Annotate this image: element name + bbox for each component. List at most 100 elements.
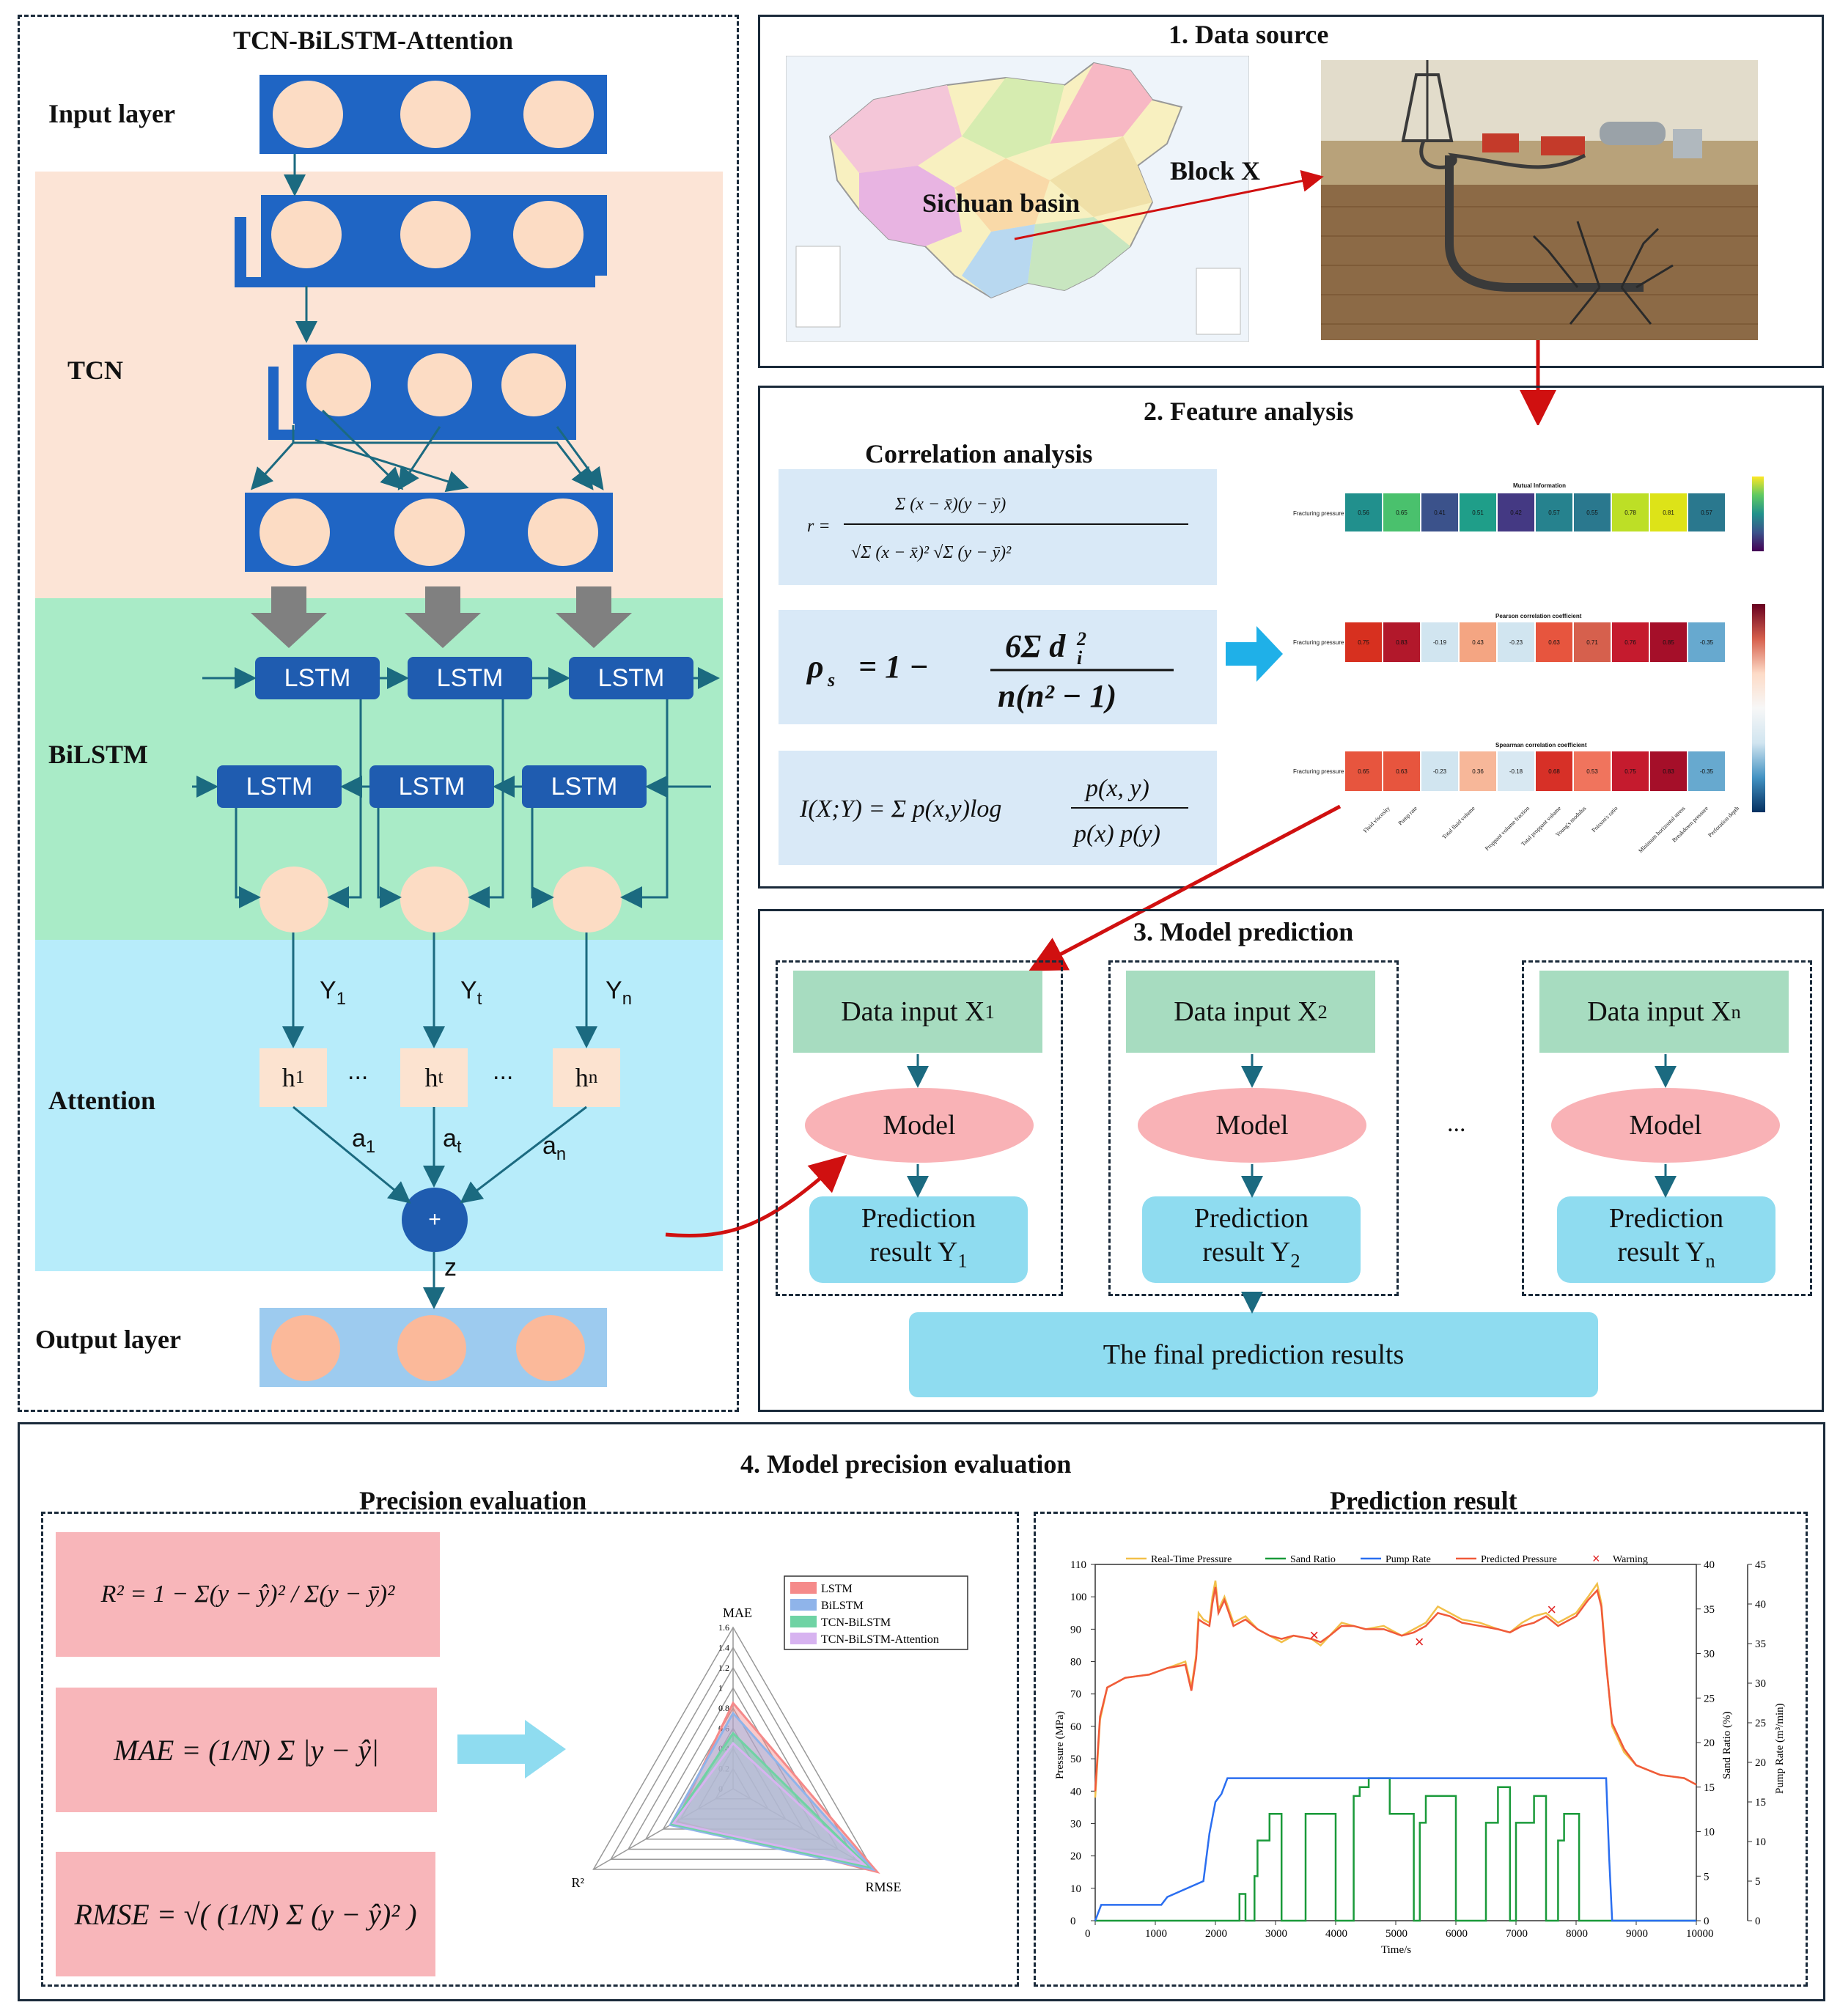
legend-label: Predicted Pressure xyxy=(1481,1554,1557,1565)
lstm-forward-cell: LSTM xyxy=(408,657,532,699)
heatmap-cell: 0.75 xyxy=(1611,751,1649,792)
left-panel-title: TCN-BiLSTM-Attention xyxy=(233,26,514,55)
radar-legend-swatch xyxy=(790,1582,817,1594)
left-panel-connectors xyxy=(192,154,720,1309)
model-node: Model xyxy=(1138,1088,1366,1163)
heatmap-cell: -0.35 xyxy=(1688,751,1726,792)
svg-text:√Σ (x − x̄)² √Σ (y − ȳ)²: √Σ (x − x̄)² √Σ (y − ȳ)² xyxy=(851,543,1012,562)
china-map-image xyxy=(786,56,1249,342)
tcn-node xyxy=(501,353,566,416)
x-tick-label: 1000 xyxy=(1145,1928,1167,1940)
z-label: z xyxy=(444,1254,457,1281)
y-right2-axis-label: Pump Rate (m³/min) xyxy=(1774,1703,1786,1794)
bilstm-output-node xyxy=(553,867,622,932)
x-tick-label: 0 xyxy=(1085,1928,1091,1940)
cyan-arrow xyxy=(1226,625,1284,683)
series-line xyxy=(1095,1777,1696,1922)
heatmap-cell: 0.76 xyxy=(1611,622,1649,663)
x-tick-label: 2000 xyxy=(1205,1928,1227,1940)
precision-panel xyxy=(18,1422,1825,2001)
heatmap-cell: 0.65 xyxy=(1383,493,1421,532)
radar-grid xyxy=(609,1647,857,1860)
heatmap-cell: 0.83 xyxy=(1383,622,1421,663)
y-right2-tick-label: 45 xyxy=(1755,1559,1766,1571)
warning-marker: × xyxy=(1415,1633,1424,1651)
svg-text:n(n² − 1): n(n² − 1) xyxy=(998,678,1116,714)
x-tick-label: 7000 xyxy=(1506,1928,1528,1940)
plot-frame xyxy=(1094,1564,1697,1921)
attention-weight-label: a1 xyxy=(352,1125,376,1157)
heatmap-row-label: Fracturing pressure xyxy=(1293,639,1344,646)
radar-series xyxy=(671,1741,868,1866)
y-right1-tick-label: 20 xyxy=(1704,1737,1715,1749)
heatmap-cell: 0.36 xyxy=(1459,751,1497,792)
precision-evaluation-box xyxy=(41,1512,1019,1987)
data-source-panel xyxy=(758,15,1824,368)
tcn-node xyxy=(271,201,342,268)
input-node xyxy=(400,81,471,148)
radar-axis xyxy=(732,1788,873,1870)
warning-marker: × xyxy=(1309,1626,1319,1644)
bilstm-output-node xyxy=(400,867,469,932)
left-panel-frame xyxy=(18,15,739,1412)
radar-tick-label: 1 xyxy=(718,1683,723,1693)
y-right2-tick-label: 0 xyxy=(1755,1916,1761,1927)
r2-formula: R² = 1 − Σ(y − ŷ)² / Σ(y − ȳ)² xyxy=(56,1532,440,1657)
y-left-tick-label: 20 xyxy=(1070,1851,1081,1863)
y-left-tick-label: 110 xyxy=(1070,1559,1086,1571)
y-label: Yn xyxy=(606,976,632,1009)
y-label: Yt xyxy=(460,976,482,1009)
precision-right-title: Prediction result xyxy=(1330,1486,1517,1515)
svg-text:s: s xyxy=(827,669,835,691)
pearson-formula: r = Σ (x − x̄)(y − ȳ) √Σ (x − x̄)² √Σ (y… xyxy=(779,469,1217,585)
radar-tick-label: 1.6 xyxy=(718,1622,729,1633)
y-right2-tick-label: 5 xyxy=(1755,1876,1761,1888)
svg-text:p(x) p(y): p(x) p(y) xyxy=(1072,820,1160,847)
legend-label: Sand Ratio xyxy=(1290,1554,1336,1565)
lstm-forward-cell: LSTM xyxy=(569,657,693,699)
y-right2-tick-label: 25 xyxy=(1755,1718,1766,1729)
heatmap-cell: 0.83 xyxy=(1649,751,1688,792)
heatmap-cell: 0.41 xyxy=(1421,493,1459,532)
radar-grid xyxy=(714,1767,752,1800)
heatmap-row-label: Fracturing pressure xyxy=(1293,510,1344,517)
lstm-backward-cell: LSTM xyxy=(522,765,647,808)
legend-label: Real-Time Pressure xyxy=(1151,1554,1232,1565)
feature-analysis-panel xyxy=(758,386,1824,889)
tcn-label: TCN xyxy=(67,356,124,385)
heatmap-cell: -0.35 xyxy=(1688,622,1726,663)
heatmap-cell: 0.75 xyxy=(1344,622,1383,663)
heatmap-cell: 0.57 xyxy=(1688,493,1726,532)
y-right2-tick-label: 30 xyxy=(1755,1678,1766,1690)
heatmap-cell: -0.23 xyxy=(1497,622,1535,663)
input-layer-label: Input layer xyxy=(48,99,176,128)
heatmap-cell: 0.85 xyxy=(1649,622,1688,663)
heatmap-cell: 0.56 xyxy=(1344,493,1383,532)
y-right1-tick-label: 5 xyxy=(1704,1871,1710,1883)
tcn-node xyxy=(306,353,371,416)
y-right1-tick-label: 40 xyxy=(1704,1559,1715,1571)
output-layer-label: Output layer xyxy=(35,1325,182,1354)
radar-chart: 00.20.40.60.811.21.41.6MAERMSER²LSTMBiLS… xyxy=(572,1575,968,1894)
x-tick-label: 6000 xyxy=(1446,1928,1468,1940)
tcn-node xyxy=(513,201,584,268)
y-right1-tick-label: 35 xyxy=(1704,1604,1715,1616)
correlation-title: Correlation analysis xyxy=(865,439,1093,468)
y-right2-tick-label: 40 xyxy=(1755,1599,1766,1611)
heatmap-cell: 0.81 xyxy=(1649,493,1688,532)
radar-tick-label: 0.2 xyxy=(718,1764,729,1774)
heatmap-title: Spearman correlation coefficient xyxy=(1495,742,1587,748)
light-blue-arrow xyxy=(457,1720,567,1778)
heatmap-cell: 0.57 xyxy=(1535,493,1573,532)
x-tick-label: 3000 xyxy=(1265,1928,1287,1940)
series-line xyxy=(1094,1777,1696,1922)
attention-label: Attention xyxy=(48,1086,155,1115)
heatmap-axis-label: Fluid viscosity xyxy=(1361,805,1391,834)
series-line xyxy=(1094,1580,1697,1798)
radar-axis-label: R² xyxy=(572,1875,584,1890)
radar-legend-label: TCN-BiLSTM xyxy=(821,1616,891,1629)
